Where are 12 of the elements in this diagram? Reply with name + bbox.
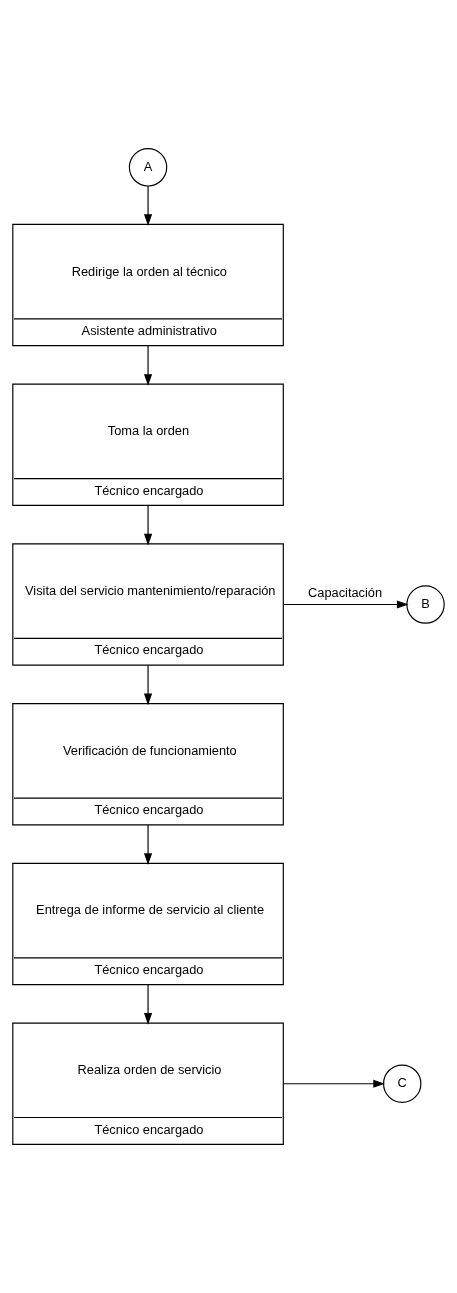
arrow xyxy=(143,824,153,865)
arrow xyxy=(143,664,153,706)
arrow xyxy=(282,600,409,609)
edge-label: Capacitación xyxy=(308,585,383,601)
arrow xyxy=(283,1079,385,1088)
node-circle: A xyxy=(128,148,168,187)
arrow xyxy=(143,345,153,386)
arrow xyxy=(143,984,153,1025)
node-circle: C xyxy=(382,1064,422,1103)
arrow xyxy=(143,185,153,226)
arrow xyxy=(143,504,153,546)
node-circle: B xyxy=(406,585,445,624)
